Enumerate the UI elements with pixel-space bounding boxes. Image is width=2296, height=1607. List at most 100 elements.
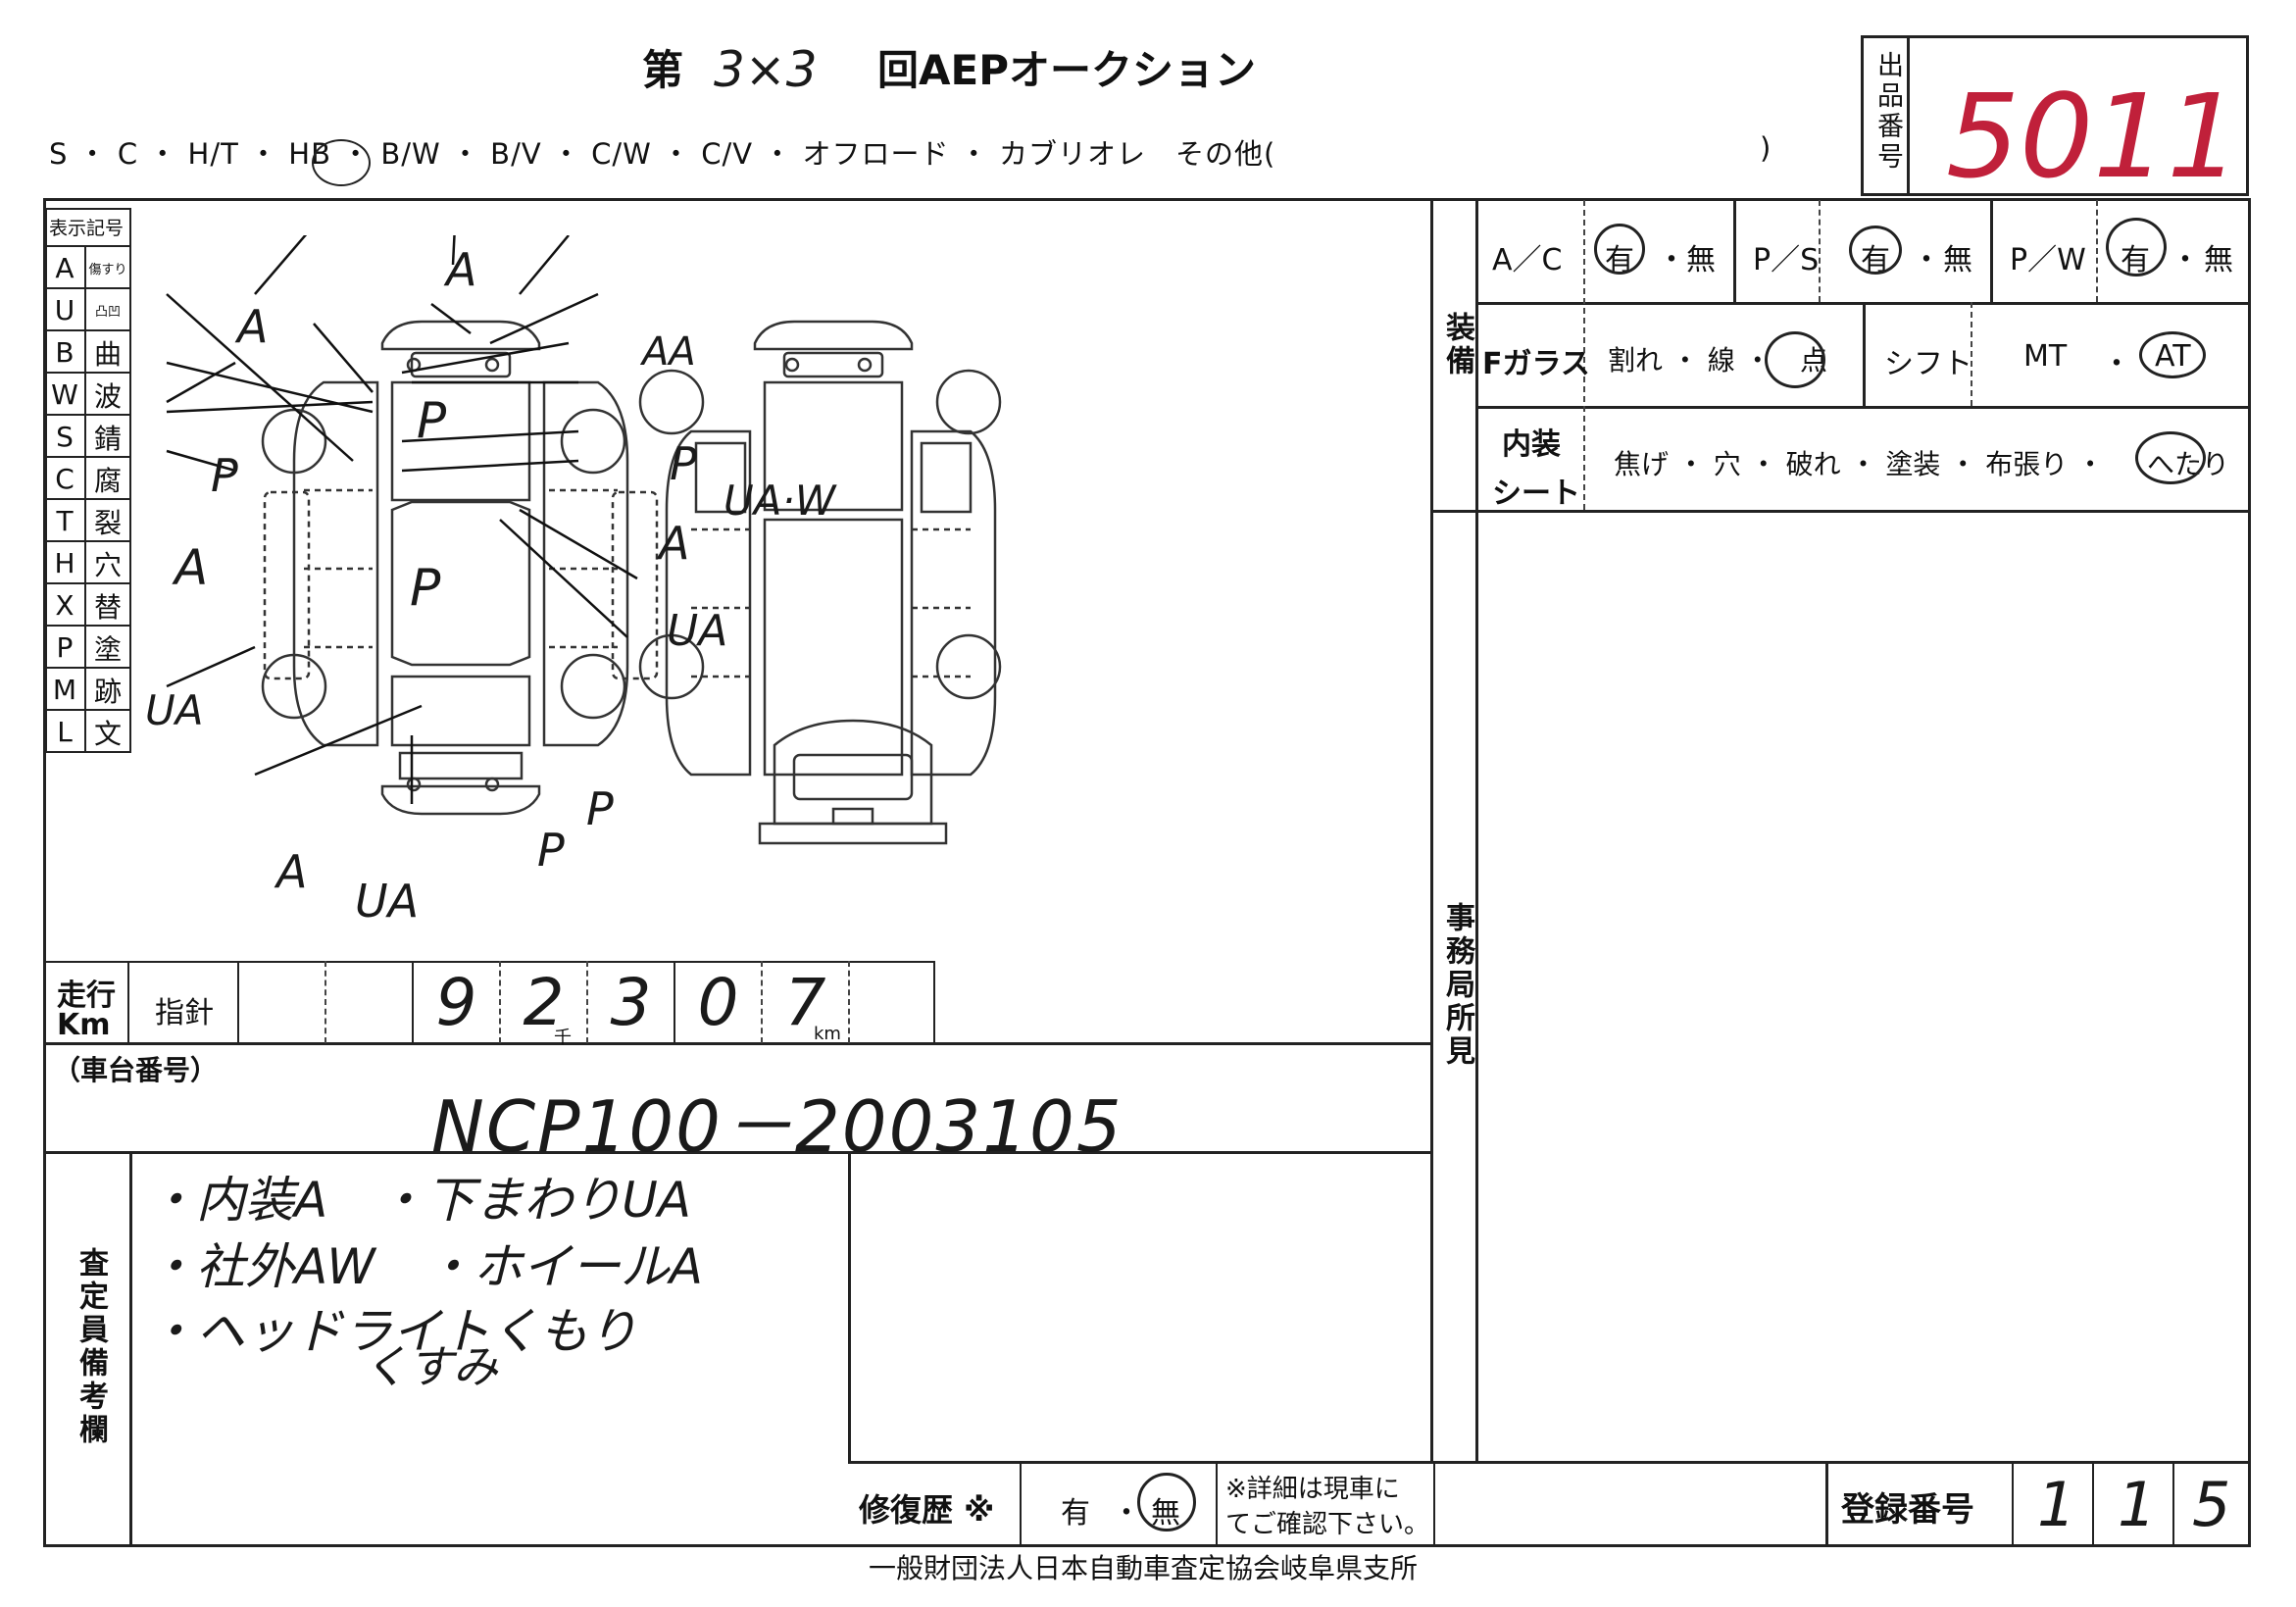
- mileage-digit-cell: 9: [412, 961, 499, 1043]
- annotation-strokes: [166, 235, 638, 804]
- interior-label: 内装: [1502, 427, 1561, 462]
- ac-label: A／C: [1492, 243, 1563, 277]
- interior-options: 焦げ ・ 穴 ・ 破れ ・ 塗装 ・ 布張り ・: [1614, 448, 2105, 480]
- mark-3: P: [417, 392, 447, 449]
- mark-12: UA: [145, 686, 204, 734]
- mileage-label: 走行: [57, 979, 116, 1013]
- legend-key: H: [45, 542, 86, 584]
- repair-note-1: ※詳細は現車に: [1225, 1475, 1400, 1504]
- legend-value: 波: [93, 379, 122, 413]
- lot-number-box: [1861, 35, 2249, 196]
- remark-line-1: ・内装A ・下まわりUA: [147, 1172, 692, 1229]
- shift-mt[interactable]: MT: [2023, 339, 2068, 374]
- thousand-mark: 千: [554, 1028, 572, 1048]
- km-mark: km: [814, 1024, 841, 1044]
- mark-10: P: [410, 559, 441, 618]
- mark-1: A: [237, 300, 269, 353]
- remark-line-3-note: くすみ: [363, 1340, 498, 1393]
- legend-key: U: [45, 289, 86, 331]
- legend-value: 傷すり: [88, 263, 127, 277]
- ps-yes-circle: [1849, 226, 1902, 275]
- mileage-digit-cell: 0: [674, 961, 761, 1043]
- legend-value: 穴: [93, 548, 122, 581]
- ps-dot: ・: [1912, 243, 1941, 277]
- glass-label: Fガラス: [1482, 347, 1590, 381]
- issuer: 一般財団法人日本自動車査定協会岐阜県支所: [869, 1552, 1419, 1584]
- interior-selected-circle: [2135, 431, 2206, 484]
- legend-key: W: [45, 374, 86, 416]
- car-diagram: [166, 235, 1002, 845]
- legend-key: X: [45, 584, 86, 627]
- registration-digit-3: 5: [2192, 1469, 2231, 1540]
- legend-table: [45, 208, 131, 753]
- legend-key: B: [45, 331, 86, 374]
- ac-no[interactable]: 無: [1686, 243, 1716, 277]
- mileage-digit-cell: [324, 961, 412, 1043]
- mark-6: P: [670, 437, 697, 490]
- mark-4: AA: [642, 329, 696, 375]
- mileage-digit-cell: 2: [499, 961, 586, 1043]
- legend-key: A: [45, 247, 86, 289]
- legend-value: 文: [93, 717, 122, 750]
- remark-line-2: ・社外AW ・ホイールA: [147, 1238, 703, 1295]
- mileage-digit-cell: 7: [761, 961, 848, 1043]
- repair-yes[interactable]: 有: [1061, 1496, 1090, 1531]
- mark-16: UA: [355, 875, 420, 928]
- legend-value: 腐: [93, 464, 122, 497]
- repair-label: 修復歴 ※: [859, 1491, 995, 1529]
- legend-value: 跡: [93, 675, 122, 708]
- ac-dot: ・: [1657, 243, 1686, 277]
- registration-digit-2: 1: [2118, 1469, 2157, 1540]
- legend-value: 曲: [93, 337, 122, 371]
- mark-15: A: [276, 845, 308, 898]
- legend-key: C: [45, 458, 86, 500]
- mark-7: UA·W: [724, 477, 836, 525]
- mileage-indicator: 指針: [155, 996, 214, 1030]
- seat-label: シート: [1492, 477, 1580, 511]
- repair-note-2: てご確認下さい。: [1225, 1510, 1430, 1539]
- remark-line-3: ・ヘッドライトくもり: [147, 1303, 637, 1360]
- hb-circle-mark: [312, 139, 371, 186]
- shift-label: シフト: [1884, 347, 1972, 381]
- car-top-view-left: [261, 320, 659, 816]
- lot-label: 出品番号: [1872, 51, 1903, 173]
- registration-label: 登録番号: [1841, 1490, 1974, 1530]
- pw-no[interactable]: 無: [2204, 243, 2233, 277]
- office-label: 事務局所見: [1440, 902, 1474, 1069]
- pw-dot: ・: [2171, 243, 2200, 277]
- repair-dot: ・: [1112, 1496, 1141, 1531]
- mileage-digit-cell: [848, 961, 935, 1043]
- legend-key: M: [45, 669, 86, 711]
- inspector-label: 査定員備考欄: [74, 1247, 108, 1447]
- legend-value: 替: [93, 590, 122, 624]
- ps-no[interactable]: 無: [1943, 243, 1972, 277]
- equipment-label: 装備: [1440, 312, 1474, 378]
- chassis-number: NCP100－2003105: [431, 1085, 1123, 1168]
- auction-number: 3×3: [714, 41, 818, 98]
- legend-key: S: [45, 416, 86, 458]
- mileage-digit-cell: 3: [586, 961, 674, 1043]
- mileage-digit-cell: [237, 961, 324, 1043]
- mark-9: A: [659, 517, 690, 570]
- mark-17: A: [665, 310, 666, 311]
- legend-value: 裂: [93, 506, 122, 539]
- legend-key: L: [45, 711, 86, 753]
- mark-2: A: [446, 243, 477, 296]
- legend-value: 錆: [93, 422, 122, 455]
- car-top-view-right: [638, 320, 1002, 845]
- page-title: 回AEPオークション: [877, 46, 1256, 94]
- pw-label: P／W: [2010, 243, 2086, 277]
- legend-key: T: [45, 500, 86, 542]
- legend-title: 表示記号: [49, 218, 125, 239]
- title-prefix: 第: [642, 46, 684, 94]
